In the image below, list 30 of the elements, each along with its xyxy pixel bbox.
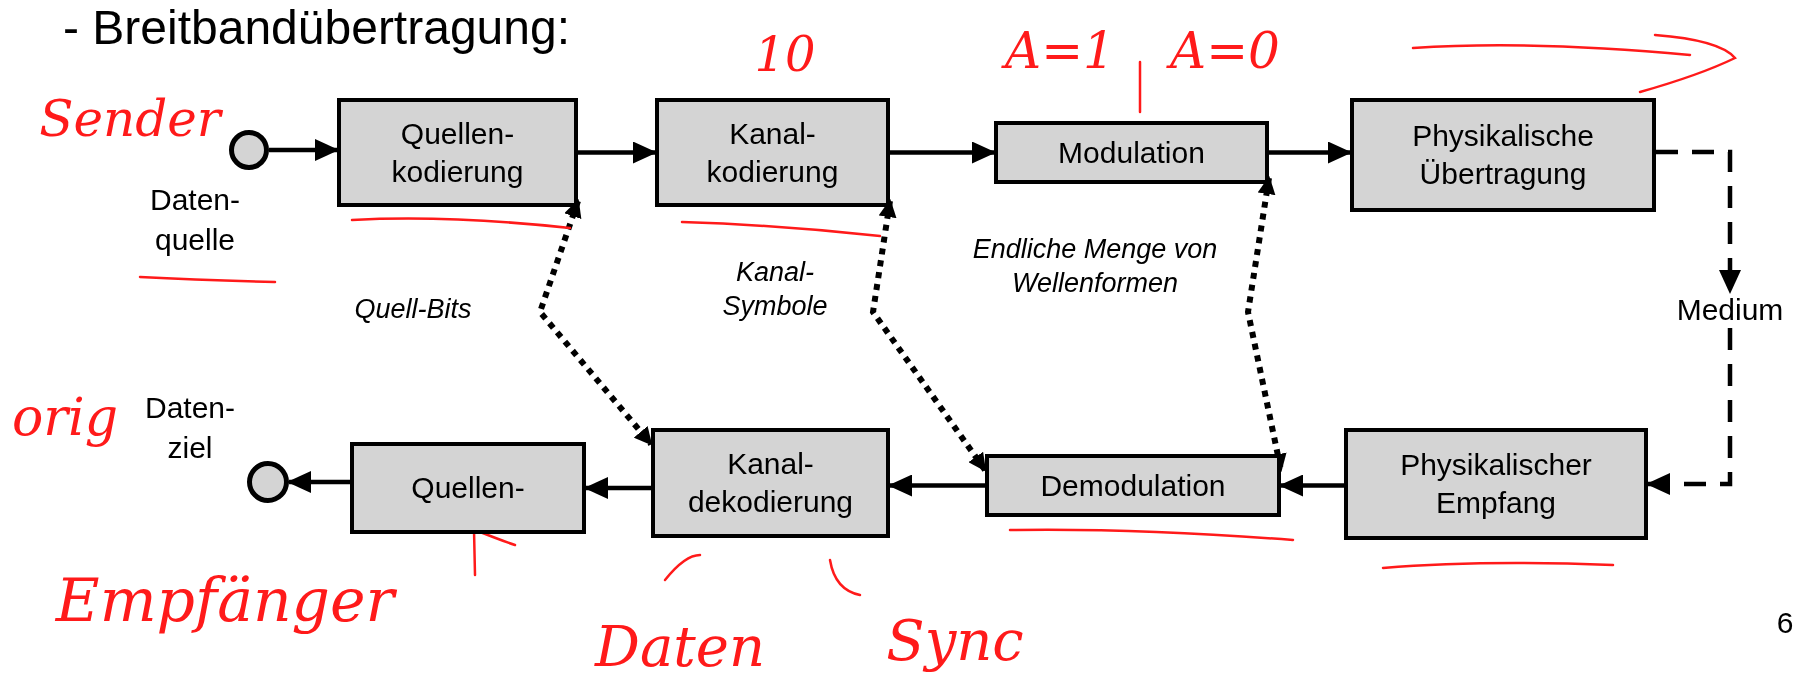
arrow [578, 141, 657, 164]
handwritten-note: Sync [885, 607, 1025, 675]
process-box: Modulation [994, 121, 1269, 184]
handwritten-note: A=0 [1155, 20, 1295, 83]
handwritten-note: Sender [38, 89, 224, 150]
edge-label: Quell-Bits [353, 293, 473, 326]
page-number: 6 [1775, 605, 1795, 641]
process-box: Kanal- dekodierung [651, 428, 890, 538]
process-box: Demodulation [985, 454, 1281, 517]
arrow [269, 139, 339, 161]
edge-label: Kanal- Symbole [721, 256, 829, 323]
arrow [1269, 141, 1352, 164]
handwritten-note: Empfänger [54, 564, 398, 637]
edge-label: Endliche Menge von Wellenformen [971, 233, 1219, 300]
node-caption: Daten- ziel [143, 390, 236, 466]
title: - Breitbandübertragung: [63, 0, 570, 56]
arrow [287, 471, 350, 493]
process-box: Quellen- [350, 442, 586, 534]
process-box: Physikalische Übertragung [1350, 98, 1656, 212]
arrow [1656, 149, 1741, 294]
handwritten-note: Daten [593, 613, 766, 681]
handwritten-note: orig [10, 386, 120, 449]
node-caption: Daten- quelle [148, 182, 241, 258]
handwritten-note: 10 [753, 25, 817, 84]
handwritten-note: A=1 [990, 20, 1130, 83]
process-box: Kanal- kodierung [655, 98, 890, 207]
arrow [890, 141, 996, 164]
process-box: Quellen- kodierung [337, 98, 578, 207]
process-box: Physikalischer Empfang [1344, 428, 1648, 540]
medium-label: Medium [1660, 292, 1800, 328]
